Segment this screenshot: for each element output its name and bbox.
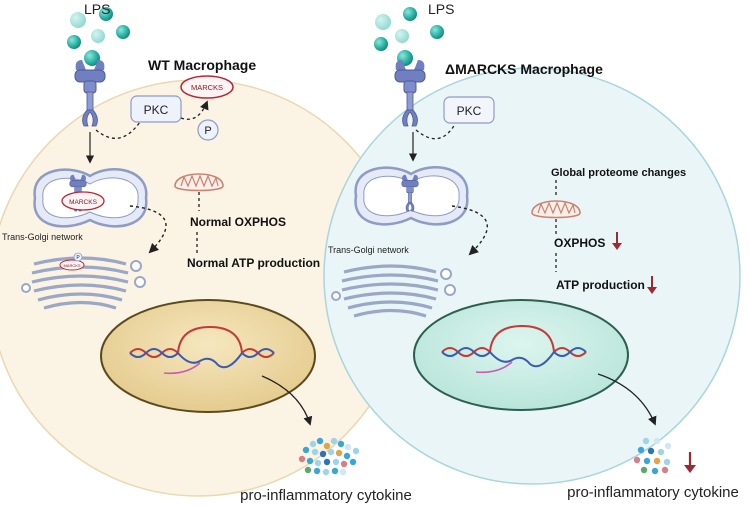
cytokine-cluster-right [633,437,672,475]
lps-label-left: LPS [84,1,110,17]
normal-oxphos-label: Normal OXPHOS [190,215,286,229]
atp-production-label-right: ATP production [556,278,645,292]
pkc-label-left: PKC [144,103,169,117]
wt-macrophage-title: WT Macrophage [148,57,256,73]
phospho-circle [197,119,219,141]
golgi-marcks-protein [59,259,85,271]
endosome-vesicle-right [354,166,469,226]
ko-macrophage-title: ΔMARCKS Macrophage [445,61,603,77]
golgi-label-left: Trans-Golgi network [2,232,83,242]
ko-nucleus [413,299,629,411]
lps-molecules-left [67,7,130,66]
pkc-box-right [443,96,495,124]
pkc-to-marcks-dashes [180,100,209,120]
cytokine-label-left: pro-inflammatory cytokine [240,487,412,504]
cytokine-cluster-left [298,437,360,476]
golgi-phospho-label: P [76,255,80,261]
receptor-to-pkc-dashes-right [415,123,456,140]
mitochondrion-icon-right [531,200,581,219]
normal-atp-label: Normal ATP production [187,256,320,270]
marcks-protein [180,75,234,99]
oxphos-label-right: OXPHOS [554,236,605,250]
wt-panel: LPS WT Macrophage PKC MARCKS P MARCKS Tr… [0,1,412,504]
atp-decrease-arrow-icon [647,276,657,294]
golgi-phospho-circle [73,252,83,262]
receptor-to-pkc-dashes-left [95,121,141,139]
pkc-box-left [130,95,182,123]
global-proteome-label: Global proteome changes [551,167,686,179]
phospho-label: P [204,125,211,137]
lps-label-right: LPS [428,1,454,17]
golgi-label-right: Trans-Golgi network [328,245,409,255]
cytokine-label-right: pro-inflammatory cytokine [567,484,739,501]
mitochondrion-icon-left [174,173,224,192]
vesicle-marcks-label: MARCKS [69,199,97,206]
pkc-label-right: PKC [457,104,482,118]
golgi-marcks-label: MARCKS [63,263,80,268]
cytokine-release-arrow-right [597,373,657,426]
ko-panel: LPS ΔMARCKS Macrophage PKC Trans-Golgi n… [323,1,741,501]
oxphos-decrease-arrow-icon [612,232,622,250]
cytokine-decrease-arrow-icon [684,452,696,473]
wt-nucleus [100,299,316,413]
marcks-label: MARCKS [191,83,223,92]
cytokine-release-arrow-left [261,375,313,426]
vesicle-to-golgi-dashes-right [451,205,488,256]
vesicle-marcks-protein [61,191,105,211]
